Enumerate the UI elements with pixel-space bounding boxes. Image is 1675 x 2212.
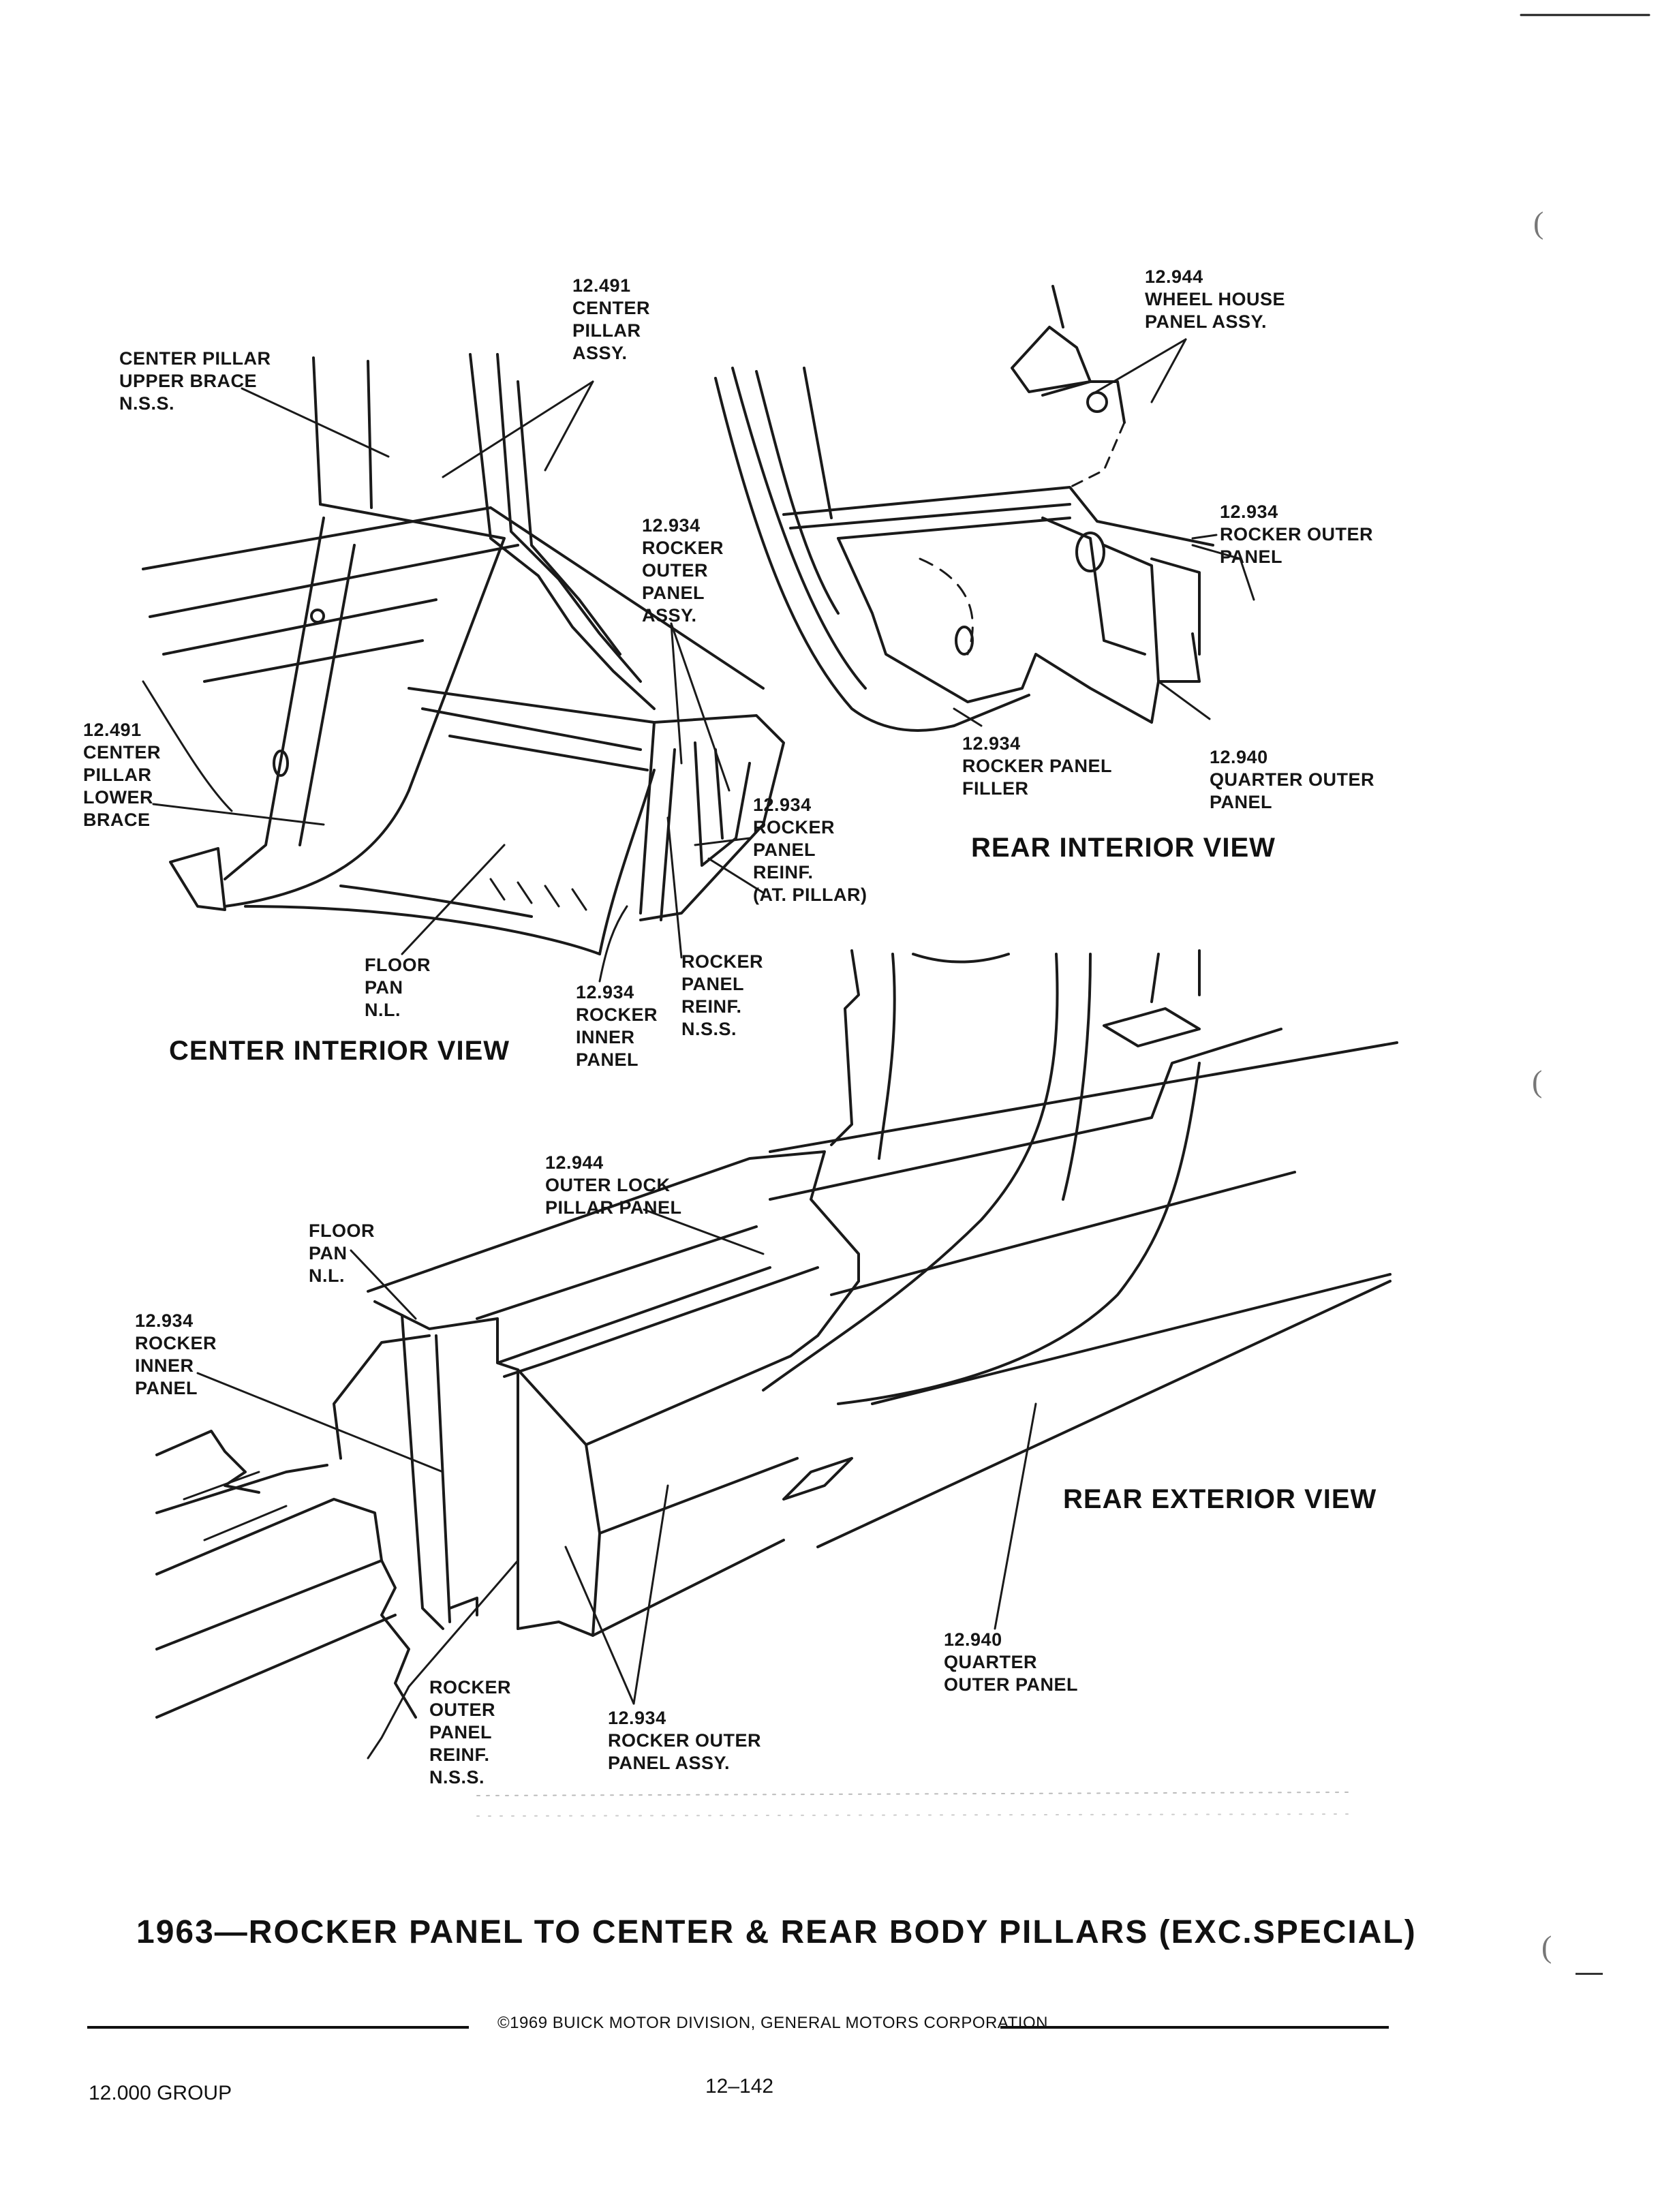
label-floor-pan-center: FLOOR PAN N.L. (365, 955, 431, 1020)
margin-mark: ( (1533, 205, 1544, 240)
label-quarter-outer-panel-interior: 12.940 QUARTER OUTER PANEL (1210, 747, 1374, 812)
label-center-pillar-lower-brace: 12.491 CENTER PILLAR LOWER BRACE (83, 720, 162, 830)
label-rocker-outer-panel-assy-exterior: 12.934 ROCKER OUTER PANEL ASSY. (608, 1708, 762, 1773)
label-rocker-panel-reinf-at-pillar: 12.934 ROCKER PANEL REINF. (AT. PILLAR) (753, 795, 867, 905)
label-rocker-outer-panel-reinf: ROCKER OUTER PANEL REINF. N.S.S. (429, 1677, 512, 1787)
center-interior-drawing (142, 353, 785, 955)
footer-rule-left (87, 2026, 469, 2029)
leader-lines (142, 338, 1255, 1760)
rear-interior-drawing (714, 285, 1214, 732)
scan-dots (476, 1813, 1350, 1817)
label-rocker-outer-panel-assy: 12.934 ROCKER OUTER PANEL ASSY. (642, 515, 724, 626)
label-floor-pan-exterior: FLOOR PAN N.L. (309, 1220, 375, 1286)
rear-exterior-drawing (155, 949, 1398, 1719)
view-title-rear-interior: REAR INTERIOR VIEW (971, 833, 1276, 863)
label-rocker-panel-reinf-nss: ROCKER PANEL REINF. N.S.S. (681, 951, 764, 1039)
group-label: 12.000 GROUP (89, 2082, 232, 2104)
margin-mark: ( (1541, 1929, 1552, 1964)
view-title-rear-exterior: REAR EXTERIOR VIEW (1063, 1484, 1377, 1514)
view-title-center-interior: CENTER INTERIOR VIEW (169, 1036, 510, 1066)
label-wheel-house-panel-assy: 12.944 WHEEL HOUSE PANEL ASSY. (1145, 266, 1286, 332)
label-rocker-inner-panel-center: 12.934 ROCKER INNER PANEL (576, 982, 658, 1070)
label-center-pillar-upper-brace: CENTER PILLAR UPPER BRACE N.S.S. (119, 348, 271, 414)
page-number: 12–142 (705, 2075, 774, 2098)
margin-tick (1576, 1973, 1603, 1975)
margin-mark: ( (1532, 1064, 1543, 1099)
label-outer-lock-pillar-panel: 12.944 OUTER LOCK PILLAR PANEL (545, 1152, 682, 1218)
label-rocker-panel-filler: 12.934 ROCKER PANEL FILLER (962, 733, 1113, 799)
label-quarter-outer-panel-exterior: 12.940 QUARTER OUTER PANEL (944, 1629, 1079, 1695)
footer-rule-right (1000, 2026, 1389, 2029)
page-title: 1963—ROCKER PANEL TO CENTER & REAR BODY … (136, 1914, 1417, 1950)
label-rocker-inner-panel-exterior: 12.934 ROCKER INNER PANEL (135, 1310, 217, 1398)
label-rocker-outer-panel-rear: 12.934 ROCKER OUTER PANEL (1220, 502, 1374, 567)
label-center-pillar-assy: 12.491 CENTER PILLAR ASSY. (572, 275, 651, 363)
scan-dots (476, 1792, 1350, 1796)
copyright-line: ©1969 BUICK MOTOR DIVISION, GENERAL MOTO… (497, 2014, 1048, 2032)
